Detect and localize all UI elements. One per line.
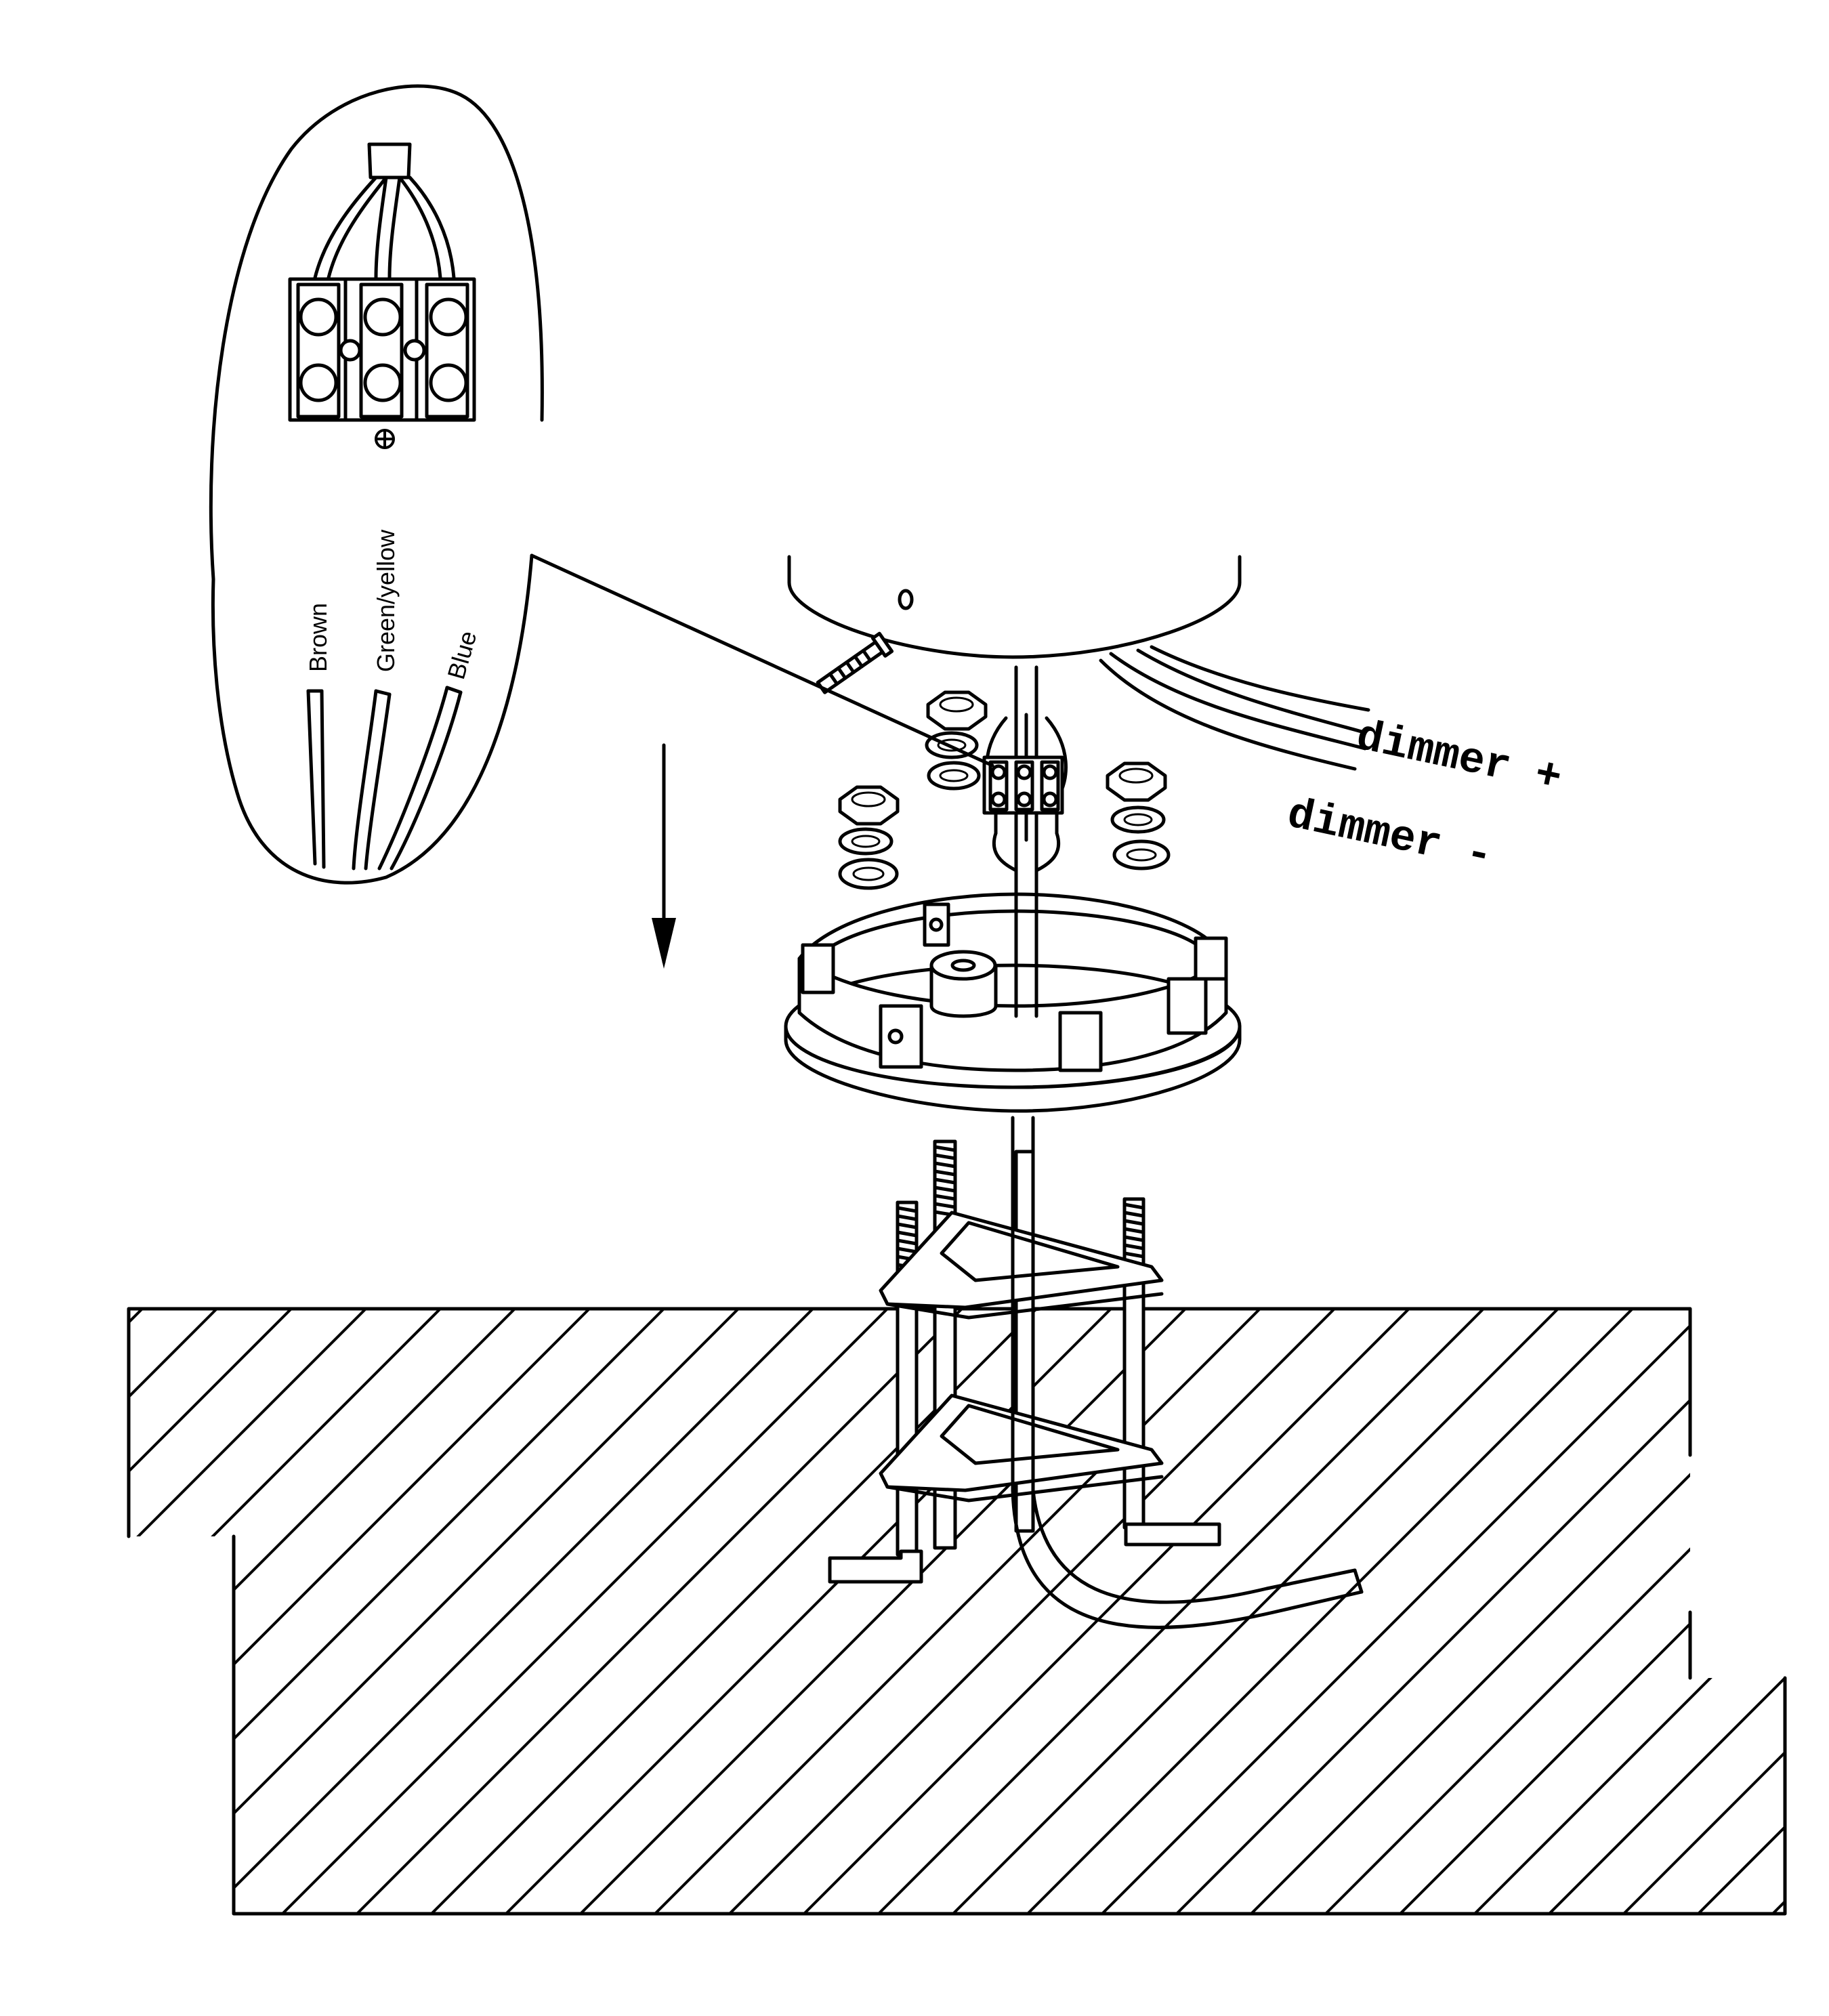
callout-outline <box>209 84 544 885</box>
thread-line <box>1124 1251 1144 1259</box>
thread-line <box>897 1206 917 1213</box>
anchor-foot-right <box>1124 1522 1221 1547</box>
callout-cable-end <box>367 142 412 180</box>
hatch-line <box>129 1309 516 1914</box>
fixture-body <box>787 555 1370 771</box>
hatch-line <box>202 1309 814 1914</box>
hatch-line <box>1394 1309 1785 1914</box>
wire-label-green-yellow: Green/yellow <box>372 529 400 672</box>
hatch-line <box>1543 1309 1785 1914</box>
hatch-line <box>947 1309 1559 1914</box>
hatch-line <box>129 1309 218 1914</box>
hatch-line <box>873 1309 1485 1914</box>
hatch-line <box>1022 1309 1634 1914</box>
washer-icon <box>925 731 981 791</box>
hatch-line <box>1096 1309 1708 1914</box>
hatch-line <box>276 1309 889 1914</box>
wiring-callout: Brown Green/yellow Blue <box>209 84 544 885</box>
dimmer-minus-label: dimmer - <box>1283 791 1497 881</box>
hatch-line <box>129 1309 665 1914</box>
thread-line <box>1124 1243 1144 1251</box>
hatch-line <box>1618 1309 1785 1914</box>
anchor-cage <box>828 1116 1364 1629</box>
hardware-set-left <box>838 785 900 890</box>
thread-line <box>934 1185 956 1193</box>
hatch-line <box>1245 1309 1785 1914</box>
thread-line <box>934 1202 956 1209</box>
fixture-hole <box>898 589 914 610</box>
arrow-down-icon <box>652 743 676 969</box>
callout-wire-blue <box>377 686 463 870</box>
washer-icon <box>838 827 899 890</box>
thread-line <box>897 1246 917 1254</box>
hatch-line <box>649 1309 1261 1914</box>
hatch-line <box>1767 1309 1785 1914</box>
hatch-line <box>1171 1309 1783 1914</box>
terminal-block-large <box>288 277 476 422</box>
washer-icon <box>1110 805 1171 870</box>
thread-line <box>934 1169 956 1177</box>
thread-line <box>1124 1211 1144 1218</box>
callout-leader-line <box>530 553 994 768</box>
ring-notch <box>1194 936 1228 981</box>
wire-label-brown: Brown <box>304 603 332 672</box>
supply-cable <box>1011 1116 1364 1629</box>
hatch-line <box>1320 1309 1785 1914</box>
hatch-line <box>129 1309 144 1914</box>
hatch-line <box>574 1309 1187 1914</box>
thread-line <box>897 1214 917 1221</box>
wire-label-blue: Blue <box>442 628 482 683</box>
hex-nut-icon <box>926 690 988 731</box>
thread-line <box>934 1145 956 1152</box>
thread-line <box>1124 1202 1144 1210</box>
hatch-line <box>0 1309 68 1918</box>
thread-line <box>897 1230 917 1238</box>
thread-line <box>934 1177 956 1185</box>
callout-wire-green-yellow <box>352 689 392 870</box>
dimmer-plus-label: dimmer + <box>1352 713 1566 803</box>
ring-notch <box>1166 977 1208 1035</box>
hatch-line <box>723 1309 1336 1914</box>
thread-line <box>934 1161 956 1169</box>
base-ring <box>784 892 1242 1113</box>
thread-line <box>897 1222 917 1230</box>
hatch-line <box>129 1309 442 1914</box>
dimmer-wire-minus <box>1099 658 1357 771</box>
hatch-line <box>1469 1309 1785 1914</box>
hatch-line <box>129 1309 740 1914</box>
hatch-line <box>129 1309 293 1914</box>
thread-line <box>1124 1219 1144 1226</box>
thread-line <box>934 1153 956 1160</box>
thread-line <box>897 1238 917 1246</box>
hex-nut-icon <box>1106 761 1167 802</box>
callout-wire-brown <box>306 689 326 869</box>
thread-line <box>934 1194 956 1201</box>
hatch-line <box>129 1309 591 1914</box>
screw-icon <box>816 631 894 694</box>
hardware-set-right <box>1106 761 1171 870</box>
dimmer-wire-plus <box>1136 648 1364 734</box>
hatch-line <box>798 1309 1410 1914</box>
terminal-block-small <box>982 713 1068 873</box>
ring-notch <box>801 943 835 994</box>
hatch-line <box>129 1309 367 1914</box>
anchor-foot-left <box>828 1549 923 1584</box>
rod-threads <box>897 1145 1144 1270</box>
earth-ground-icon <box>375 429 395 449</box>
thread-line <box>1124 1235 1144 1242</box>
hatch-line <box>351 1309 963 1914</box>
hex-nut-icon <box>838 785 900 826</box>
thread-line <box>1124 1227 1144 1234</box>
hatch-line <box>1692 1309 1785 1914</box>
ring-notch <box>1058 1011 1103 1072</box>
ground-hatching <box>0 1309 1785 1918</box>
